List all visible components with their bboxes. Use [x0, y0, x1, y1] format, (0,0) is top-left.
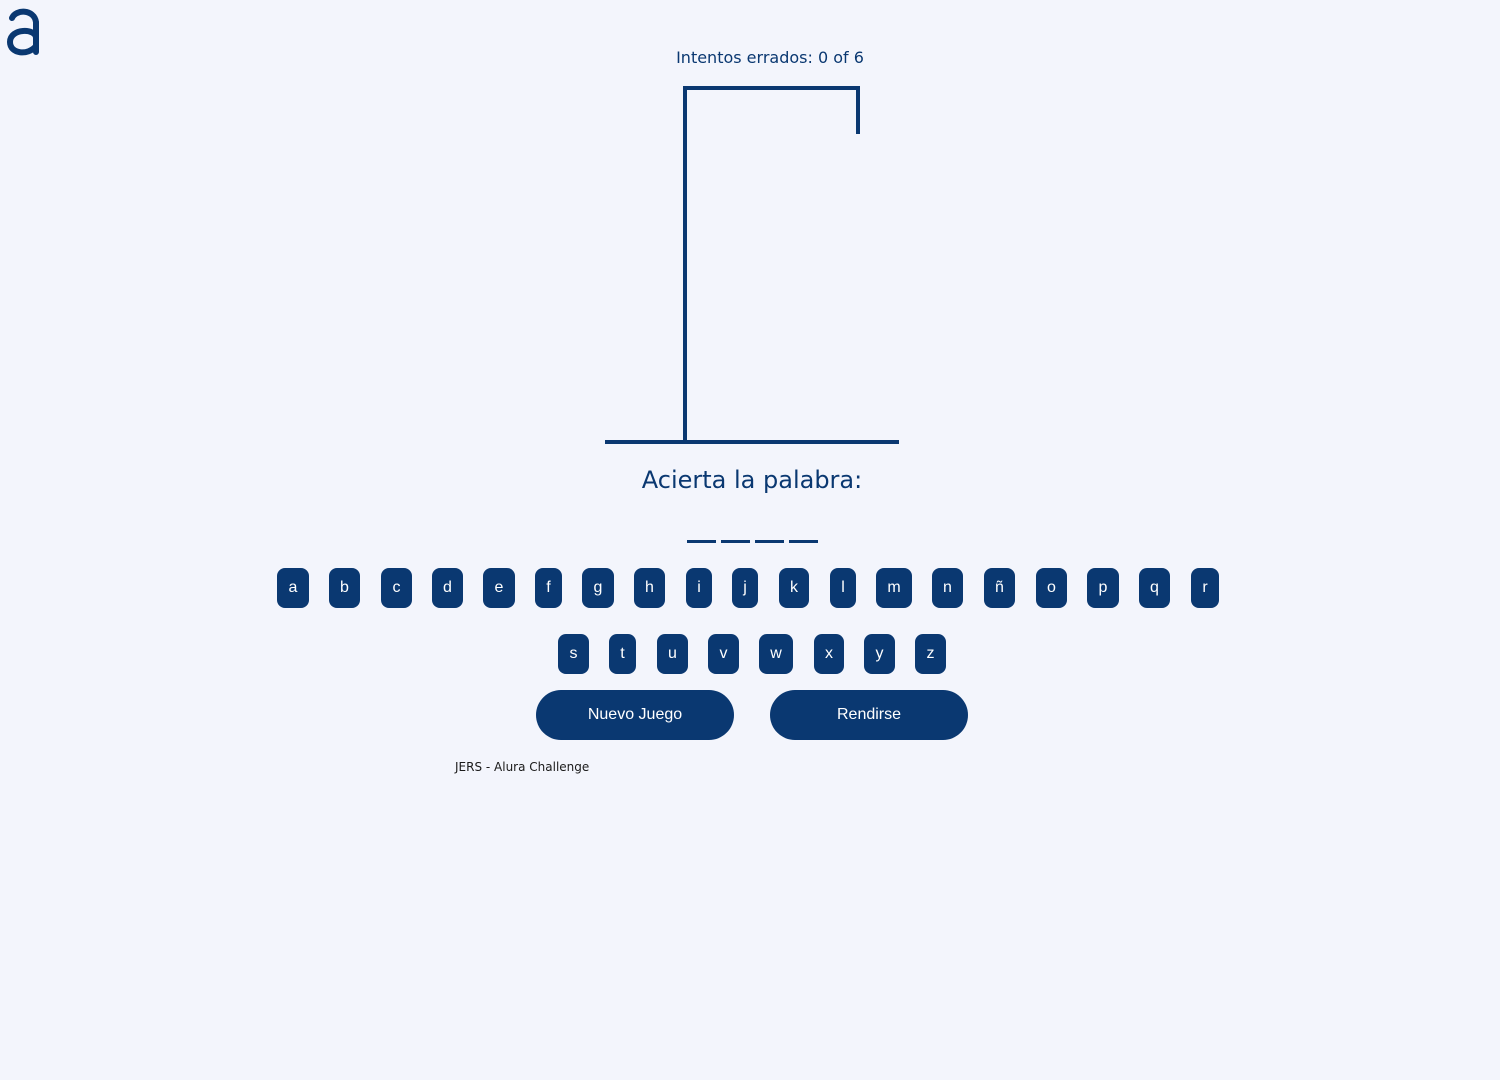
key-h[interactable]: h — [634, 568, 665, 608]
key-m[interactable]: m — [876, 568, 912, 608]
key-x[interactable]: x — [814, 634, 844, 674]
letter-slot — [686, 522, 716, 543]
key-s[interactable]: s — [558, 634, 589, 674]
letter-slot — [788, 522, 818, 543]
key-b[interactable]: b — [329, 568, 360, 608]
key-t[interactable]: t — [609, 634, 636, 674]
key-e[interactable]: e — [483, 568, 515, 608]
guess-prompt: Acierta la palabra: — [641, 466, 863, 494]
key-l[interactable]: l — [830, 568, 856, 608]
letter-slot — [754, 522, 784, 543]
key-r[interactable]: r — [1191, 568, 1219, 608]
key-v[interactable]: v — [708, 634, 739, 674]
footer-credit: JERS - Alura Challenge — [455, 760, 590, 774]
key-z[interactable]: z — [915, 634, 946, 674]
wrong-attempts-counter: Intentos errados: 0 of 6 — [676, 48, 864, 67]
key-u[interactable]: u — [657, 634, 688, 674]
key-g[interactable]: g — [582, 568, 614, 608]
key-c[interactable]: c — [381, 568, 412, 608]
letter-slot — [720, 522, 750, 543]
key-y[interactable]: y — [864, 634, 895, 674]
hidden-word — [0, 522, 1500, 543]
surrender-button[interactable]: Rendirse — [770, 690, 968, 740]
key-w[interactable]: w — [759, 634, 793, 674]
gallows-drawing — [605, 86, 899, 444]
key-f[interactable]: f — [535, 568, 562, 608]
new-game-button[interactable]: Nuevo Juego — [536, 690, 734, 740]
key-k[interactable]: k — [779, 568, 809, 608]
key-p[interactable]: p — [1087, 568, 1119, 608]
key-ñ[interactable]: ñ — [984, 568, 1015, 608]
key-d[interactable]: d — [432, 568, 463, 608]
key-j[interactable]: j — [732, 568, 758, 608]
key-q[interactable]: q — [1139, 568, 1170, 608]
alura-logo-icon — [6, 8, 39, 56]
key-n[interactable]: n — [932, 568, 963, 608]
key-i[interactable]: i — [686, 568, 712, 608]
key-o[interactable]: o — [1036, 568, 1067, 608]
key-a[interactable]: a — [277, 568, 309, 608]
